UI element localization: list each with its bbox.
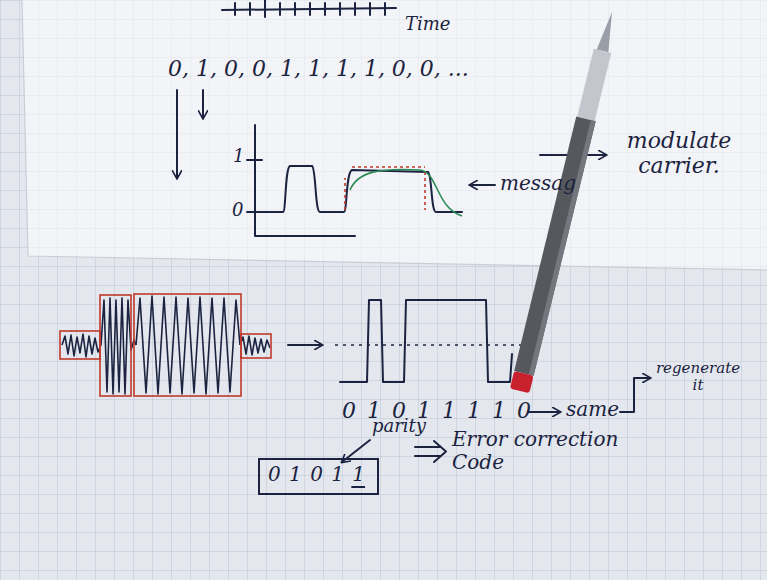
note-text: modulate carrier. [604,128,754,179]
threshold-line [335,344,530,345]
callout-label: parity [372,416,426,437]
axis-label: Time [405,14,450,35]
bit-box: 0 1 0 1 1 [258,458,379,495]
note-text: regenerate it [652,360,744,395]
top-sheet [22,0,767,270]
level-label: 0 [232,200,243,221]
box-text: 0 1 0 1 1 [268,463,366,486]
parity-underline [351,486,365,488]
green-trace [350,169,462,216]
note-text: same [566,398,619,421]
bit-sequence: 0, 1, 0, 0, 1, 1, 1, 1, 0, 0, ... [168,56,469,81]
envelope-boxes [60,294,271,396]
bit-sequence: 0 1 0 1 1 1 1 0 [342,398,533,423]
sheet-edge [22,0,767,270]
pen [510,10,622,394]
red-trace [345,167,425,210]
top-sheet-grid [22,0,767,270]
signal-label: messag [500,172,576,195]
modulated-carrier [62,296,270,394]
level-label: 1 [233,146,244,167]
underline-layer [351,487,365,488]
note-text: Error correction Code [452,428,630,474]
